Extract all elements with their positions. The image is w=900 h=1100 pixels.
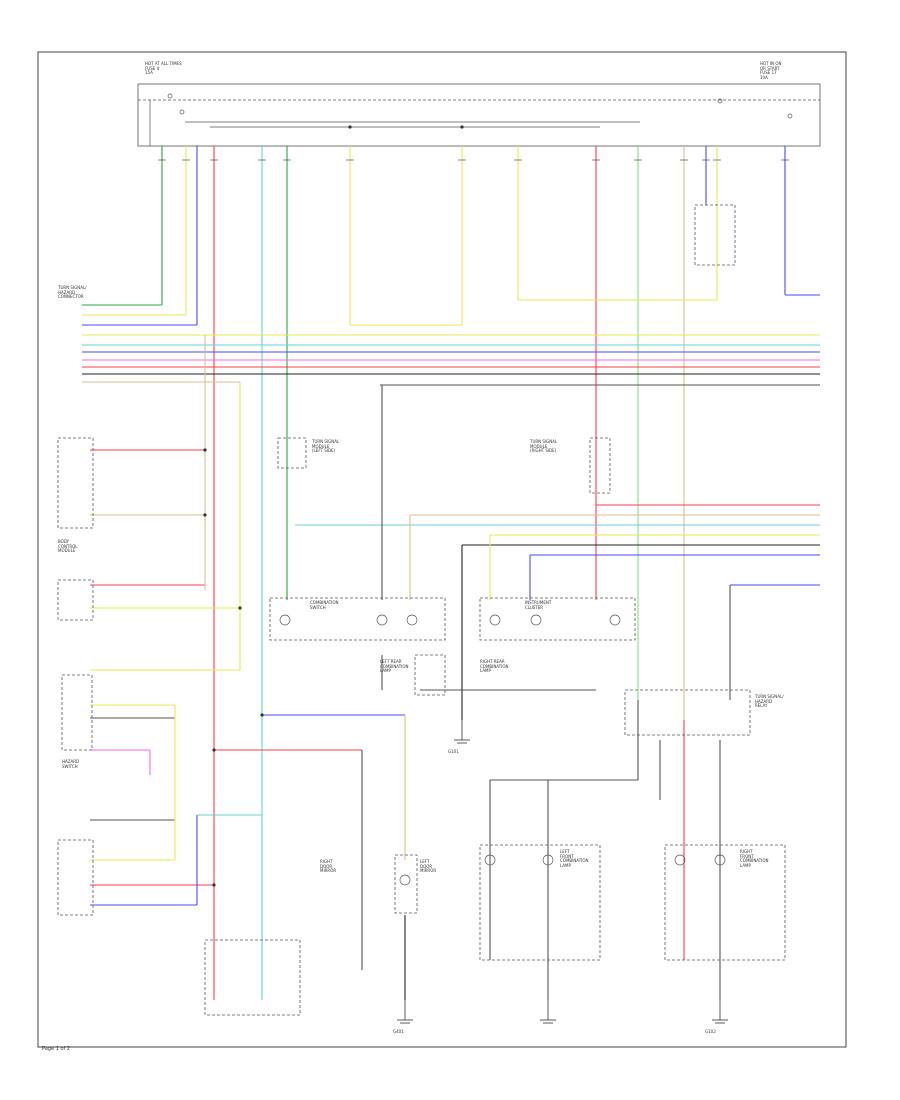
turn-connector-box [57,839,94,916]
combination-switch-box [269,597,446,641]
combination-switch-label: COMBINATION SWITCH [310,600,339,610]
left-module-box [277,437,307,469]
mid-harness [295,385,820,720]
turn-hazard-relay-label: TURN SIGNAL/ HAZARD RELAY [755,694,784,708]
fuse-box [137,83,821,147]
splice-dots [203,125,464,887]
harness-bundle [82,294,820,386]
turn-signal-module-right-box [479,597,636,641]
turn-hazard-relay-box [624,689,751,736]
turn-signal-left-module-label: TURN SIGNAL MODULE (LEFT SIDE) [312,439,340,453]
left-switch-box [57,579,94,621]
vertical-wires [161,146,786,1000]
right-mirror-label: RIGHT DOOR MIRROR [320,859,337,873]
fuse-symbols [149,93,793,146]
left-rear-combo-label: LEFT REAR COMBINATION LAMP [380,659,409,673]
right-rear-combo-label: RIGHT REAR COMBINATION LAMP [480,659,509,673]
fuse-left-label: HOT AT ALL TIMES FUSE 4 15A [145,61,182,75]
body-control-box [57,437,94,529]
fuse-right-label: HOT IN ON OR START FUSE 17 10A [760,61,782,80]
left-front-combo-box [479,844,601,961]
hazard-switch-label: HAZARD SWITCH [62,759,80,769]
diagram-frame [37,51,847,1048]
page-footer: Page 1 of 2 [42,1046,71,1052]
ground-symbols [397,720,728,1024]
right-front-combo-label: RIGHT FRONT COMBINATION LAMP [740,849,769,868]
turn-signal-right-module-label: TURN SIGNAL MODULE (RIGHT SIDE) [530,439,558,453]
right-module-box [589,437,611,494]
ground-left-label: G101 [448,749,459,754]
left-mirror-box [394,854,418,914]
fuse-right-relay-box [694,204,736,266]
instrument-cluster-label: INSTRUMENT CLUSTER [525,600,552,610]
center-lower-wiring [214,655,721,1000]
right-front-combo-box [664,844,786,961]
turn-hazard-connector-label: TURN SIGNAL/ HAZARD CONNECTOR [58,285,87,299]
body-control-label: BODY CONTROL MODULE [58,539,78,553]
component-boxes [57,204,786,1016]
lamp-symbols [279,614,726,886]
right-mirror-box [204,939,301,1016]
left-rear-combo-box [414,654,446,696]
left-mirror-label: LEFT DOOR MIRROR [420,859,437,873]
left-switch-wiring [90,335,262,906]
ground-center-label: G401 [393,1029,404,1034]
hazard-switch-box [61,674,93,751]
ground-right-label: G102 [705,1029,716,1034]
left-front-combo-label: LEFT FRONT COMBINATION LAMP [560,849,589,868]
